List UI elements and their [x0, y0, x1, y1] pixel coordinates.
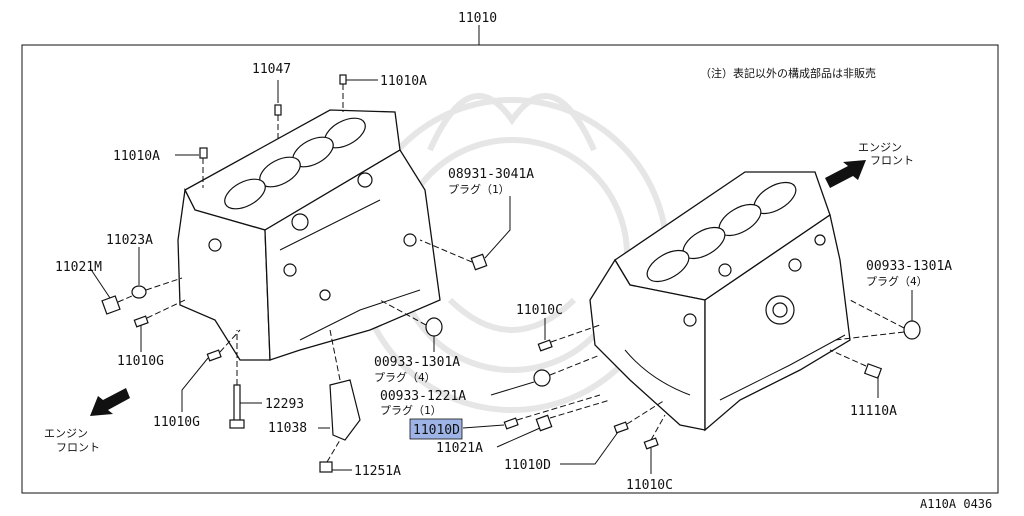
label-11010G-b: 11010G — [153, 415, 200, 430]
label-00933-1301A-right-sub: プラグ（4） — [866, 274, 928, 288]
right-cylinder-block — [589, 171, 851, 432]
part-11010C-top — [537, 318, 601, 352]
label-11047: 11047 — [252, 62, 291, 77]
label-11010A-left: 11010A — [113, 149, 160, 164]
part-11010A-left — [175, 147, 208, 188]
part-11010D — [560, 399, 666, 465]
part-11110A — [829, 349, 883, 398]
label-11038: 11038 — [268, 421, 307, 436]
label-00933-1301A-mid: 00933-1301A — [374, 355, 460, 370]
label-11010D-highlighted: 11010D — [413, 423, 460, 438]
part-11038 — [318, 329, 361, 441]
front-label-right-line2: フロント — [870, 154, 914, 167]
label-11010A-top: 11010A — [380, 74, 427, 89]
part-11023A — [131, 247, 183, 299]
part-12293 — [229, 330, 262, 429]
part-00933-1221A — [490, 354, 601, 396]
part-00933-1301A-right — [834, 290, 921, 341]
part-11021A — [496, 399, 611, 448]
figure-code: A110A 0436 — [920, 497, 992, 511]
label-08931-3041A: 08931-3041A — [448, 167, 534, 182]
label-11110A: 11110A — [850, 404, 897, 419]
label-00933-1301A-mid-sub: プラグ（4） — [374, 370, 436, 384]
frame-border — [21, 44, 999, 494]
label-00933-1221A: 00933-1221A — [380, 389, 466, 404]
part-11010D-highlight — [462, 394, 601, 430]
label-11010D: 11010D — [504, 458, 551, 473]
front-label-left-line1: エンジン — [44, 427, 88, 440]
label-11251A: 11251A — [354, 464, 401, 479]
part-00933-1301A-mid — [379, 299, 443, 352]
part-11010G-a — [133, 299, 186, 352]
part-11010C-bottom — [643, 414, 666, 474]
label-11021M: 11021M — [55, 260, 102, 275]
label-11010C-top: 11010C — [516, 303, 563, 318]
label-11010C-bottom: 11010C — [626, 478, 673, 493]
label-11021A: 11021A — [436, 441, 483, 456]
part-08931-3041A — [419, 196, 511, 271]
label-11010G-a: 11010G — [117, 354, 164, 369]
highlight-box — [409, 418, 463, 440]
part-11010A-top — [339, 74, 378, 112]
part-11021M — [89, 267, 133, 315]
note-text: （注）表記以外の構成部品は非販売 — [700, 66, 876, 80]
part-11047 — [274, 80, 282, 140]
front-label-left-line2: フロント — [56, 441, 100, 454]
label-00933-1221A-sub: プラグ（1） — [380, 403, 442, 417]
label-11023A: 11023A — [106, 233, 153, 248]
part-11010G-b — [181, 329, 241, 412]
front-label-right-line1: エンジン — [858, 141, 902, 154]
label-00933-1301A-right: 00933-1301A — [866, 259, 952, 274]
engine-front-arrow-right — [825, 160, 866, 188]
label-12293: 12293 — [265, 397, 304, 412]
title-number: 11010 — [458, 11, 497, 26]
left-cylinder-block — [177, 109, 441, 361]
part-11251A — [319, 439, 352, 473]
engine-front-arrow-left — [90, 388, 130, 416]
label-08931-3041A-sub: プラグ（1） — [448, 182, 510, 196]
